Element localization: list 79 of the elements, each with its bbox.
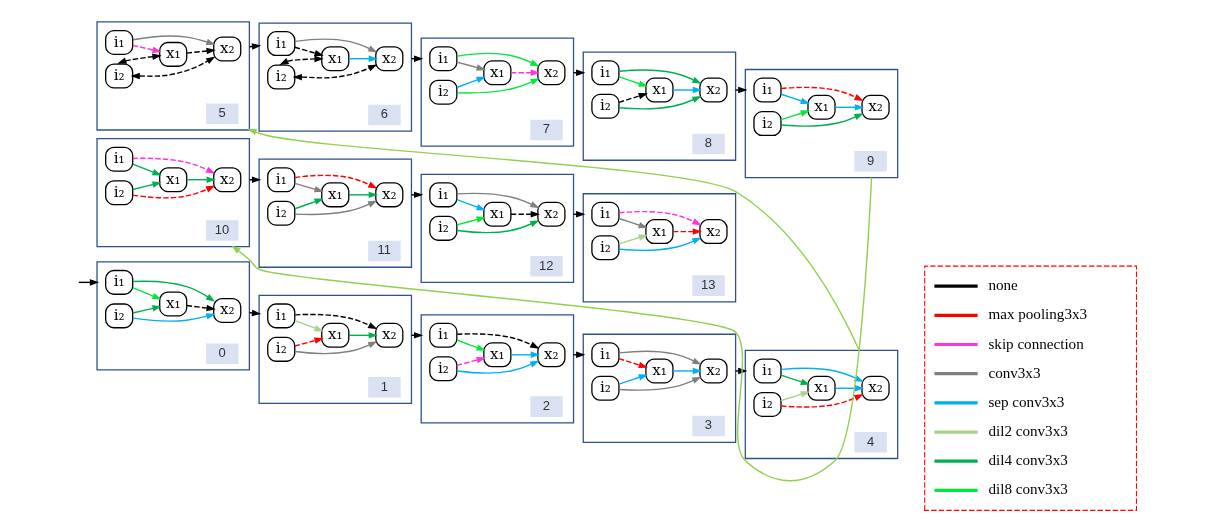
arrow xyxy=(132,180,162,190)
arrow xyxy=(294,182,324,192)
arrow xyxy=(618,234,648,245)
arrow xyxy=(294,200,378,215)
arrow xyxy=(456,52,540,66)
arrow xyxy=(456,332,540,349)
arrow xyxy=(186,175,216,183)
arrow xyxy=(672,367,703,374)
arrow xyxy=(410,191,424,198)
arrow xyxy=(456,219,540,233)
arrow xyxy=(834,103,865,111)
arrow xyxy=(618,376,702,391)
arrow xyxy=(780,373,810,385)
arrow xyxy=(780,109,810,120)
arrow xyxy=(348,331,378,339)
arrow xyxy=(618,95,702,109)
arrow xyxy=(294,319,324,331)
arrow xyxy=(292,63,378,80)
arrow xyxy=(456,76,486,88)
arrow xyxy=(294,198,324,209)
legend-label: conv3x3 xyxy=(988,364,1041,381)
arrow xyxy=(780,93,810,104)
arrow xyxy=(294,46,324,56)
arrow xyxy=(456,360,540,374)
arrow xyxy=(132,162,162,176)
arrow xyxy=(780,393,864,408)
arrow xyxy=(618,350,702,365)
arrow xyxy=(294,340,378,354)
arrow xyxy=(132,185,216,198)
arrow xyxy=(456,77,540,94)
arrow xyxy=(132,44,162,53)
legend-label: dil4 conv3x3 xyxy=(988,451,1068,468)
arrow xyxy=(132,286,162,300)
arrow xyxy=(132,280,216,302)
arrow xyxy=(294,38,378,52)
legend-label: sep conv3x3 xyxy=(988,393,1065,410)
arrow xyxy=(456,198,486,210)
arrow xyxy=(186,304,216,311)
arrow xyxy=(618,75,648,87)
arrow xyxy=(132,312,216,322)
arrow xyxy=(618,210,702,225)
arrow xyxy=(780,86,864,101)
arrow xyxy=(834,384,865,391)
arrow xyxy=(780,390,810,401)
arrow xyxy=(132,34,216,45)
arrow xyxy=(618,217,648,228)
arrow xyxy=(279,55,324,65)
arrow xyxy=(348,54,378,62)
arrow xyxy=(672,86,703,93)
arrow xyxy=(618,92,648,103)
arrow xyxy=(456,356,486,366)
legend-label: skip connection xyxy=(988,335,1084,351)
arrow xyxy=(510,351,540,358)
legend-label: dil2 conv3x3 xyxy=(988,422,1068,439)
arrow xyxy=(186,47,216,54)
arrow xyxy=(294,313,378,329)
legend-label: max pooling3x3 xyxy=(988,305,1088,322)
arrow xyxy=(672,227,703,235)
arrow xyxy=(618,68,702,84)
legend-label: dil8 conv3x3 xyxy=(988,480,1068,497)
arrow xyxy=(132,157,216,174)
arrow xyxy=(780,112,864,127)
arrow xyxy=(510,210,540,218)
arrow xyxy=(618,373,648,385)
arrow xyxy=(618,357,648,368)
arrow xyxy=(130,56,216,79)
arrow xyxy=(618,236,702,251)
arrow xyxy=(456,338,486,351)
arrow xyxy=(294,174,378,189)
arrow xyxy=(456,60,486,71)
legend-label: none xyxy=(988,276,1018,293)
arrow xyxy=(117,52,162,64)
arrow xyxy=(294,336,324,347)
arrow xyxy=(132,304,162,314)
arrow xyxy=(456,192,540,208)
arrow xyxy=(734,86,748,93)
arrow xyxy=(510,69,540,76)
arrow xyxy=(456,215,486,226)
arrow xyxy=(348,191,378,198)
